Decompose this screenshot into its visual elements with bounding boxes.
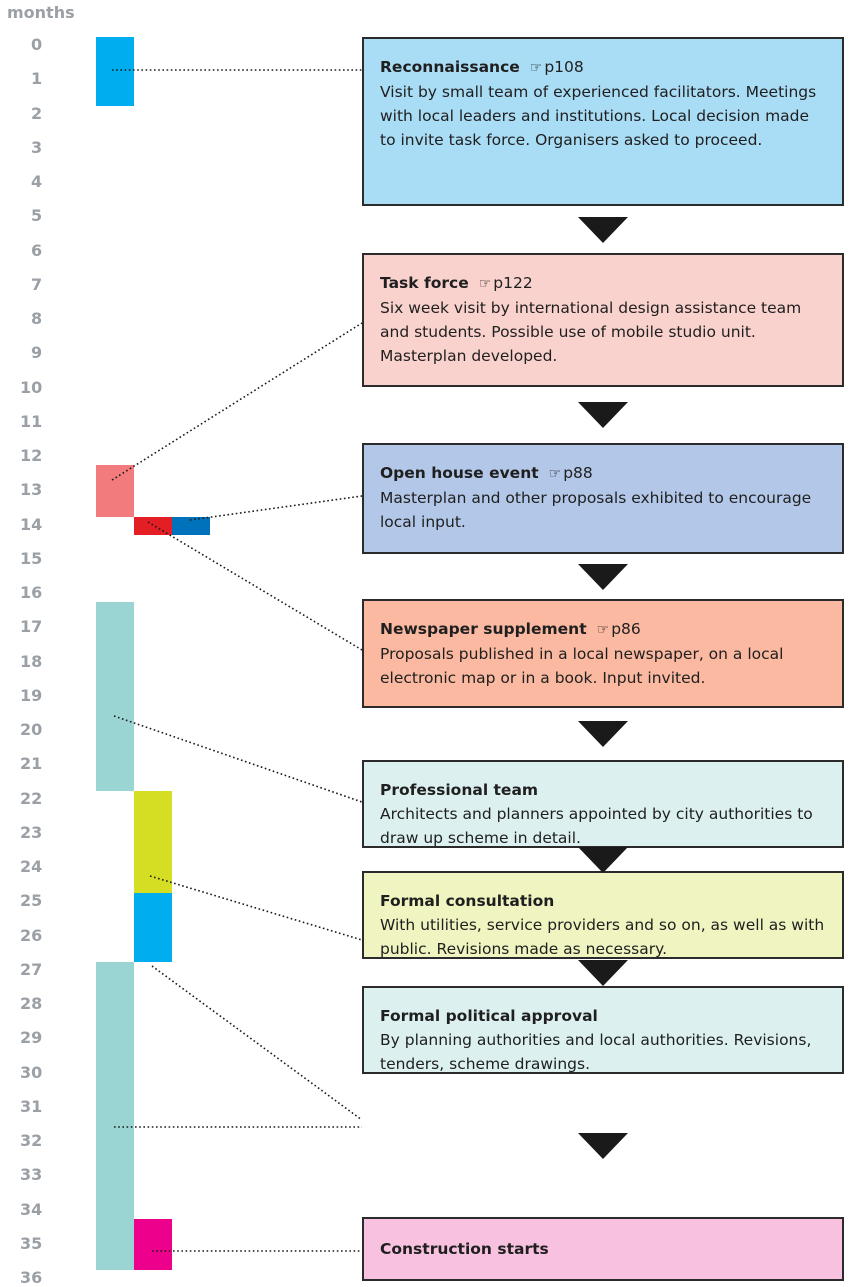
month-tick: 21 <box>20 754 43 774</box>
month-tick: 30 <box>20 1062 43 1082</box>
phase-title: Newspaper supplement <box>380 620 587 638</box>
timeline-bar-newspaper-supplement <box>134 516 172 535</box>
month-tick: 23 <box>20 822 43 842</box>
phase-description: Proposals published in a local newspaper… <box>380 645 784 687</box>
page-reference: ☞p122 <box>479 274 533 292</box>
month-tick: 12 <box>20 446 43 465</box>
flow-arrow-icon <box>578 402 628 428</box>
phase-description: Visit by small team of experienced facil… <box>380 83 817 149</box>
phase-title: Formal political approval <box>380 1007 598 1025</box>
month-tick: 19 <box>20 685 43 705</box>
pointing-hand-icon: ☞ <box>478 276 492 292</box>
pointing-hand-icon: ☞ <box>529 60 543 76</box>
phase-description: By planning authorities and local author… <box>380 1031 812 1073</box>
month-tick: 16 <box>20 583 43 602</box>
month-tick: 5 <box>31 206 43 226</box>
month-tick: 7 <box>31 274 43 294</box>
month-tick: 35 <box>20 1233 43 1253</box>
flow-arrow-icon <box>578 563 628 590</box>
month-tick: 24 <box>20 857 43 876</box>
month-tick: 9 <box>31 343 43 363</box>
month-tick: 13 <box>20 480 43 500</box>
page-reference-number: p122 <box>493 274 533 292</box>
timeline-bar-construction-starts <box>134 1218 172 1270</box>
phase-title: Formal consultation <box>380 892 555 910</box>
phase-title: Task force <box>380 274 469 292</box>
dotted-connector-line <box>147 521 363 651</box>
page-reference-number: p88 <box>563 464 593 482</box>
month-tick: 22 <box>20 788 43 808</box>
month-tick: 18 <box>20 651 43 671</box>
month-tick: 10 <box>20 377 43 397</box>
month-tick: 3 <box>31 137 43 157</box>
month-tick: 27 <box>20 959 43 979</box>
month-tick: 32 <box>20 1131 43 1150</box>
timeline-bar-open-house-event <box>172 516 210 535</box>
dotted-connector-line <box>111 322 363 481</box>
flow-arrow-icon <box>578 216 628 243</box>
timeline-bar-formal-consultation <box>134 790 172 894</box>
page-reference-number: p108 <box>544 58 584 76</box>
month-tick: 17 <box>20 617 43 637</box>
month-tick: 11 <box>20 411 43 431</box>
page-reference: ☞p108 <box>530 58 584 76</box>
month-tick: 2 <box>31 103 43 123</box>
month-tick: 20 <box>20 720 43 739</box>
pointing-hand-icon: ☞ <box>596 622 610 638</box>
month-tick: 34 <box>20 1199 43 1219</box>
timeline-bar-formal-political-approval <box>96 961 134 1270</box>
dotted-connector-line <box>151 965 363 1121</box>
phase-title: Professional team <box>380 781 539 799</box>
phase-description: With utilities, service providers and so… <box>380 916 825 958</box>
phase-title: Reconnaissance <box>380 58 520 76</box>
timeline-bar-reconnaissance <box>96 37 134 106</box>
month-tick: 6 <box>31 240 43 260</box>
phase-title: Open house event <box>380 464 539 482</box>
phase-description: Six week visit by international design a… <box>380 299 802 365</box>
phase-box-construction-starts: Construction starts <box>362 1217 844 1281</box>
dotted-connector-line <box>189 495 363 521</box>
flow-arrow-icon <box>578 959 628 986</box>
month-tick: 36 <box>20 1268 43 1287</box>
page-reference: ☞p88 <box>549 464 593 482</box>
timeline-bar-formal-consultation <box>134 893 172 962</box>
phase-title: Construction starts <box>380 1240 549 1258</box>
month-tick: 4 <box>31 172 43 191</box>
flow-arrow-icon <box>578 846 628 873</box>
month-tick: 31 <box>20 1096 43 1116</box>
dotted-connector-line <box>113 715 363 803</box>
month-tick: 25 <box>20 891 43 911</box>
month-tick: 28 <box>20 994 43 1013</box>
month-tick: 15 <box>20 548 43 568</box>
flow-arrow-icon <box>578 1132 628 1159</box>
timeline-bar-task-force <box>96 465 134 517</box>
months-axis-label: months <box>7 3 75 22</box>
phase-description: Masterplan and other proposals exhibited… <box>380 489 812 531</box>
month-tick: 14 <box>20 514 43 534</box>
month-tick: 0 <box>31 35 43 54</box>
page-reference: ☞p86 <box>597 620 641 638</box>
dotted-connector-line <box>149 875 363 941</box>
phase-description: Architects and planners appointed by cit… <box>380 805 813 847</box>
flow-arrow-icon <box>578 721 628 747</box>
month-tick: 33 <box>20 1165 43 1185</box>
month-tick: 26 <box>20 925 43 945</box>
page-reference-number: p86 <box>611 620 641 638</box>
month-tick: 29 <box>20 1028 43 1048</box>
month-tick: 1 <box>31 69 43 89</box>
phase-box-formal-political-approval: Formal political approval By planning aut… <box>362 986 844 1074</box>
pointing-hand-icon: ☞ <box>548 466 562 482</box>
month-tick: 8 <box>31 309 43 328</box>
timeline-bar-professional-team <box>96 602 134 791</box>
